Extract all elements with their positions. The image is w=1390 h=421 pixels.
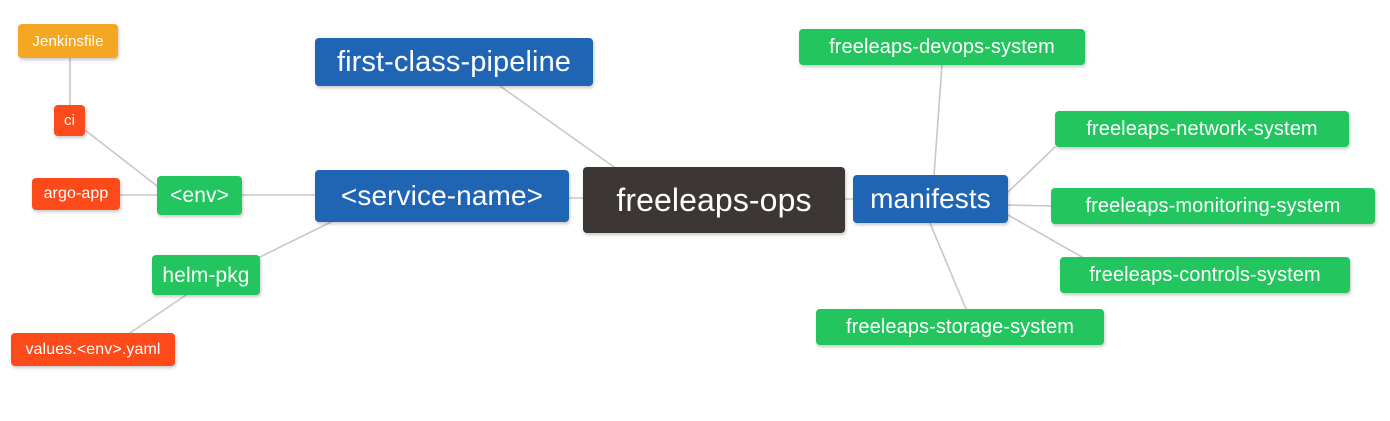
edge-manifests-to-freeleaps-controls-system [1007,214,1083,258]
edge-first-class-pipeline-to-freeleaps-ops [499,85,615,168]
node-freeleaps-storage-system[interactable]: freeleaps-storage-system [816,309,1104,345]
node-label: ci [63,112,76,129]
node-helm-pkg[interactable]: helm-pkg [152,255,260,295]
node-freeleaps-devops-system[interactable]: freeleaps-devops-system [799,29,1085,65]
node-ci[interactable]: ci [54,105,85,136]
node-freeleaps-controls-system[interactable]: freeleaps-controls-system [1060,257,1350,293]
node-freeleaps-monitoring-system[interactable]: freeleaps-monitoring-system [1051,188,1375,224]
edge-helm-pkg-to-service-name [259,221,332,258]
edge-values.<env>.yaml-to-helm-pkg [129,294,187,334]
node-label: values.<env>.yaml [25,340,161,358]
node-label: argo-app [43,185,109,202]
node-label: <service-name> [340,180,544,211]
node-label: freeleaps-ops [616,182,812,218]
node-label: <env> [170,184,229,207]
edge-ci-to-env [84,129,158,187]
node-label: freeleaps-controls-system [1089,264,1321,286]
node-label: freeleaps-monitoring-system [1085,195,1341,217]
node-freeleaps-ops[interactable]: freeleaps-ops [583,167,845,233]
node-label: Jenkinsfile [32,32,104,50]
node-label: freeleaps-devops-system [829,36,1055,58]
node-first-class-pipeline[interactable]: first-class-pipeline [315,38,593,86]
edge-manifests-to-freeleaps-monitoring-system [1007,204,1052,207]
node-label: freeleaps-storage-system [845,316,1075,338]
node-freeleaps-network-system[interactable]: freeleaps-network-system [1055,111,1349,147]
node-label: first-class-pipeline [336,45,572,78]
node-label: helm-pkg [162,263,250,287]
edge-manifests-to-freeleaps-devops-system [933,64,943,176]
node-manifests[interactable]: manifests [853,175,1008,223]
node-service-name[interactable]: <service-name> [315,170,569,222]
node-label: freeleaps-network-system [1086,118,1318,140]
node-env[interactable]: <env> [157,176,242,215]
node-jenkinsfile[interactable]: Jenkinsfile [18,24,118,58]
edge-manifests-to-freeleaps-network-system [1007,146,1056,193]
edge-manifests-to-freeleaps-storage-system [929,222,967,310]
node-label: manifests [870,183,991,214]
node-values-yaml[interactable]: values.<env>.yaml [11,333,175,366]
node-argo-app[interactable]: argo-app [32,178,120,210]
